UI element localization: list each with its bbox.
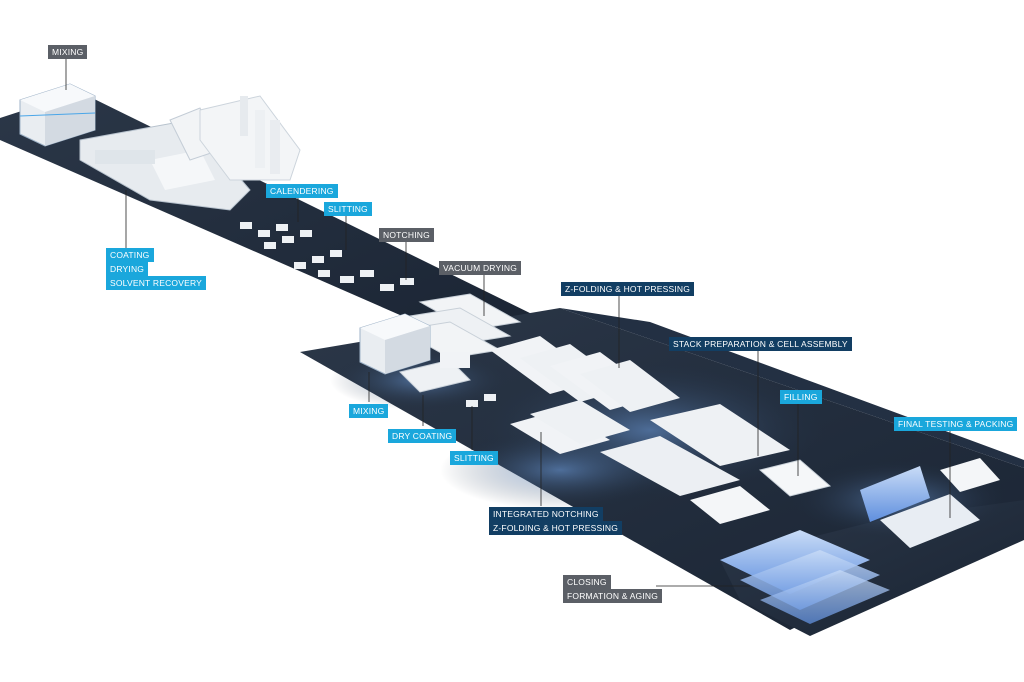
label-mixing-top: MIXING — [48, 45, 88, 59]
solvent-recovery-towers — [199, 95, 301, 181]
label-final-testing: FINAL TESTING & PACKING — [894, 417, 1018, 431]
z-folding-rows-bottom — [510, 400, 630, 454]
slitting-machines-top — [294, 250, 342, 277]
slitting-machines-mid — [466, 394, 496, 407]
label-formation-aging: FORMATION & AGING — [563, 589, 663, 603]
label-dry-coating: DRY COATING — [388, 429, 457, 443]
leader-lines — [65, 58, 951, 587]
label-drying: DRYING — [106, 262, 149, 276]
label-z-folding-top: Z-FOLDING & HOT PRESSING — [561, 282, 695, 296]
label-integrated-notching: INTEGRATED NOTCHING — [489, 507, 603, 521]
dry-coating-line — [399, 352, 471, 393]
label-calendering: CALENDERING — [266, 184, 338, 198]
z-folding-rows-top — [490, 336, 680, 412]
label-vacuum-drying: VACUUM DRYING — [439, 261, 522, 275]
notching-machines — [340, 270, 414, 291]
formation-aging-racks — [720, 530, 890, 624]
label-stack-preparation: STACK PREPARATION & CELL ASSEMBLY — [669, 337, 852, 351]
final-testing-racks — [860, 458, 1000, 548]
label-solvent-recovery: SOLVENT RECOVERY — [106, 276, 207, 290]
mixing-building-mid — [359, 313, 431, 375]
label-mixing-mid: MIXING — [349, 404, 389, 418]
filling-stations — [758, 459, 832, 497]
label-slitting-mid: SLITTING — [450, 451, 498, 465]
stack-assembly-area — [600, 404, 790, 524]
label-filling: FILLING — [780, 390, 822, 404]
calendering-machines — [240, 222, 312, 249]
label-slitting-top: SLITTING — [324, 202, 372, 216]
label-closing: CLOSING — [563, 575, 611, 589]
label-z-folding-bottom: Z-FOLDING & HOT PRESSING — [489, 521, 623, 535]
label-notching: NOTCHING — [379, 228, 434, 242]
label-coating: COATING — [106, 248, 154, 262]
mixing-building-top — [19, 83, 96, 147]
